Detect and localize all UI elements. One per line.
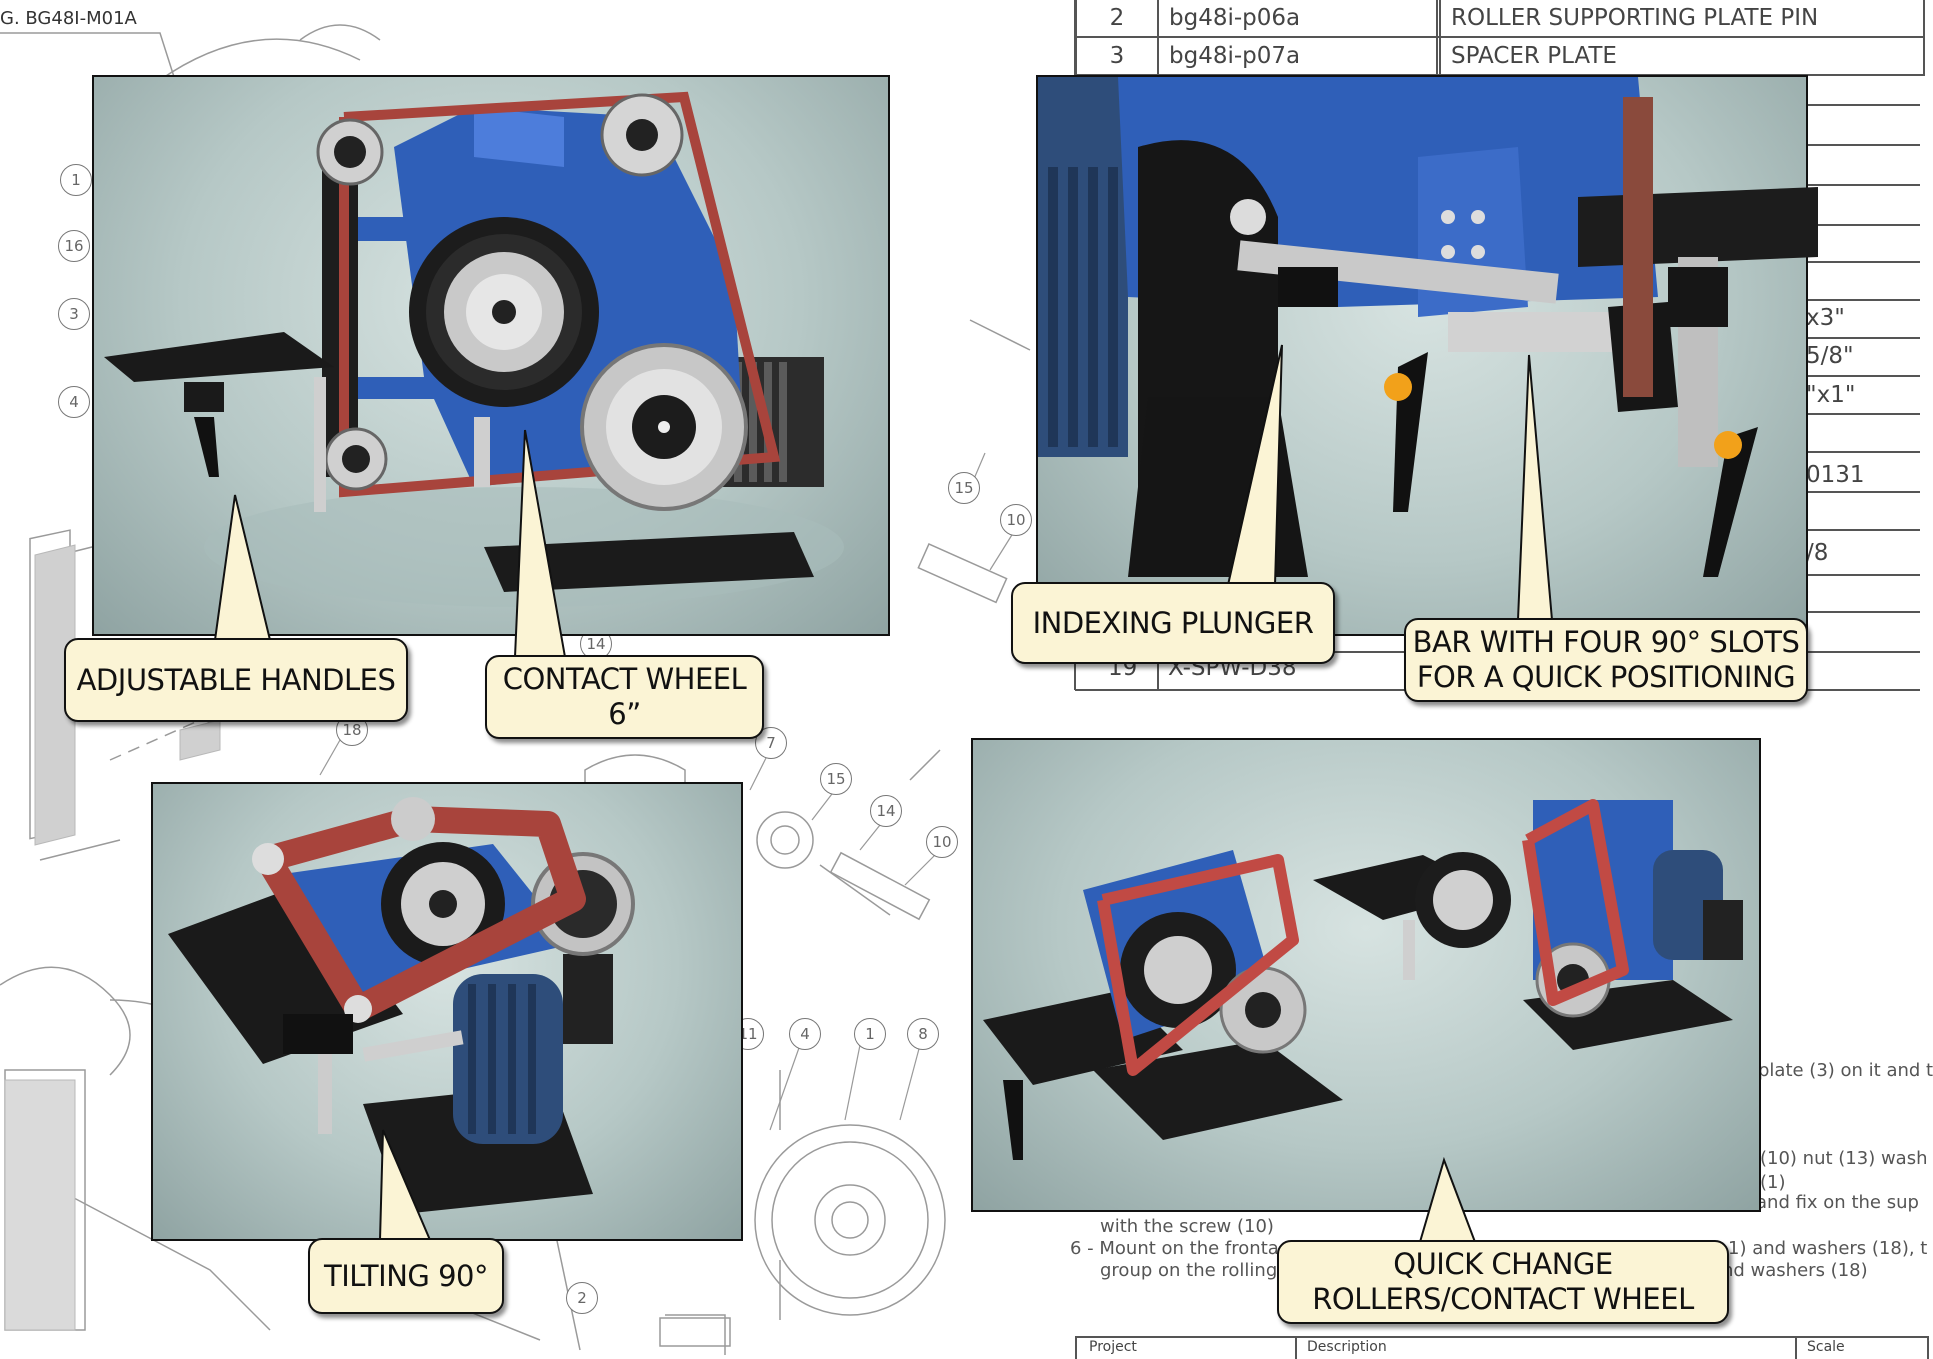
title-block: Project Description Scale bbox=[1075, 1336, 1929, 1359]
title-block-project: Project bbox=[1089, 1339, 1137, 1355]
indexing-plunger-text: INDEXING PLUNGER bbox=[1032, 605, 1314, 640]
table-fragment: /8 bbox=[1806, 540, 1829, 566]
instruction-text: and fix on the sup bbox=[1756, 1192, 1919, 1213]
part-code: bg48i-p06a bbox=[1157, 0, 1441, 38]
quick-change-label: QUICK CHANGE ROLLERS/CONTACT WHEEL bbox=[1277, 1240, 1729, 1324]
tilting-text: TILTING 90° bbox=[324, 1258, 488, 1293]
balloon: 15 bbox=[820, 763, 852, 795]
balloon: 16 bbox=[58, 230, 90, 262]
instruction-text: (10) nut (13) wash bbox=[1760, 1148, 1928, 1169]
parts-list-table: 2 bg48i-p06a ROLLER SUPPORTING PLATE PIN… bbox=[1075, 0, 1925, 76]
drawing-id: G. BG48I-M01A bbox=[0, 8, 137, 29]
instruction-text: plate (3) on it and t bbox=[1758, 1060, 1933, 1081]
bar-slots-line2: FOR A QUICK POSITIONING bbox=[1416, 660, 1796, 694]
table-fragment: 5/8" bbox=[1806, 343, 1854, 369]
belt-grinder-side-render bbox=[92, 75, 890, 636]
contact-wheel-label: CONTACT WHEEL 6” bbox=[485, 655, 764, 739]
bar-slots-label: BAR WITH FOUR 90° SLOTS FOR A QUICK POSI… bbox=[1404, 618, 1808, 702]
instruction-text: 6 - Mount on the fronta bbox=[1070, 1238, 1279, 1259]
balloon: 15 bbox=[948, 472, 980, 504]
balloon: 18 bbox=[336, 714, 368, 746]
balloon: 1 bbox=[60, 164, 92, 196]
balloon: 2 bbox=[566, 1282, 598, 1314]
balloon: 1 bbox=[854, 1018, 886, 1050]
tilting-label: TILTING 90° bbox=[308, 1238, 504, 1314]
two-grinders-render bbox=[971, 738, 1761, 1212]
balloon: 10 bbox=[1000, 504, 1032, 536]
instruction-text: group on the rolling bbox=[1100, 1260, 1278, 1281]
adjustable-handles-text: ADJUSTABLE HANDLES bbox=[76, 662, 396, 697]
instruction-text: (1) bbox=[1760, 1172, 1786, 1193]
balloon: 14 bbox=[870, 795, 902, 827]
balloon: 3 bbox=[58, 298, 90, 330]
tilted-90-top-render bbox=[151, 782, 743, 1241]
quick-change-line2: ROLLERS/CONTACT WHEEL bbox=[1312, 1282, 1694, 1316]
adjustable-handles-label: ADJUSTABLE HANDLES bbox=[64, 638, 408, 722]
table-fragment: 0131 bbox=[1806, 462, 1865, 488]
instruction-text: nd washers (18) bbox=[1722, 1260, 1868, 1281]
title-block-description: Description bbox=[1307, 1339, 1387, 1355]
part-number: 3 bbox=[1075, 36, 1159, 76]
bar-slots-line1: BAR WITH FOUR 90° SLOTS bbox=[1412, 625, 1800, 659]
part-description: ROLLER SUPPORTING PLATE PIN bbox=[1439, 0, 1925, 38]
instruction-text: 1) and washers (18), t bbox=[1728, 1238, 1928, 1259]
balloon: 10 bbox=[926, 826, 958, 858]
table-fragment: "x1" bbox=[1806, 382, 1856, 408]
contact-wheel-text: CONTACT WHEEL 6” bbox=[502, 662, 747, 731]
indexing-plunger-label: INDEXING PLUNGER bbox=[1011, 582, 1335, 664]
quick-change-line1: QUICK CHANGE bbox=[1393, 1247, 1613, 1281]
balloon: 7 bbox=[755, 727, 787, 759]
balloon: 4 bbox=[58, 386, 90, 418]
part-number: 2 bbox=[1075, 0, 1159, 38]
title-block-scale: Scale bbox=[1807, 1339, 1845, 1355]
indexing-plunger-closeup-render bbox=[1036, 75, 1818, 636]
table-fragment: x3" bbox=[1806, 305, 1845, 331]
part-code: bg48i-p07a bbox=[1157, 36, 1441, 76]
instruction-text: with the screw (10) bbox=[1100, 1216, 1274, 1237]
table-row: 3 bg48i-p07a SPACER PLATE bbox=[1075, 36, 1925, 76]
balloon: 8 bbox=[907, 1018, 939, 1050]
table-row: 2 bg48i-p06a ROLLER SUPPORTING PLATE PIN bbox=[1075, 0, 1925, 38]
balloon: 4 bbox=[789, 1018, 821, 1050]
part-description: SPACER PLATE bbox=[1439, 36, 1925, 76]
